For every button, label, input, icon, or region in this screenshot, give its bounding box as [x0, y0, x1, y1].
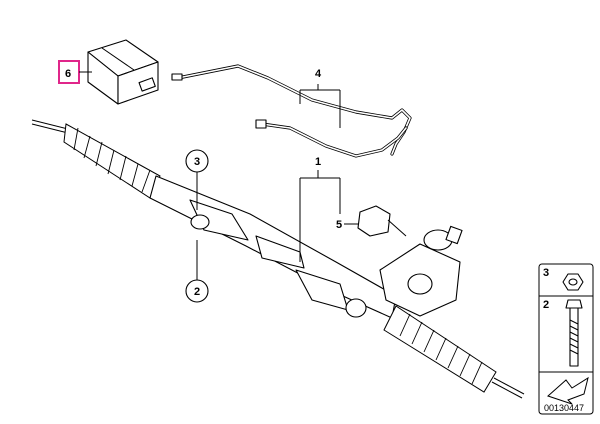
callout-1[interactable]: 1 — [299, 156, 341, 262]
callout-6[interactable]: 6 — [58, 60, 92, 84]
right-boot-ribs — [399, 313, 483, 385]
control-module-part — [87, 39, 159, 105]
callout-6-label: 6 — [65, 68, 71, 80]
sensor-part — [357, 205, 407, 237]
left-boot-ribs — [73, 127, 151, 193]
callout-3[interactable]: 3 — [185, 149, 209, 210]
pressure-lines-part — [171, 64, 412, 158]
legend-item-2-label: 2 — [543, 299, 549, 311]
callout-2[interactable]: 2 — [185, 240, 209, 303]
legend-item-3-label: 3 — [543, 267, 549, 279]
callout-5[interactable]: 5 — [336, 219, 358, 231]
steering-rack-part — [31, 119, 525, 399]
drawing-number: 00130447 — [544, 403, 584, 413]
nut-icon — [562, 273, 584, 291]
callout-4-label: 4 — [315, 68, 322, 80]
callout-2-label: 2 — [194, 286, 200, 298]
callout-1-label: 1 — [315, 156, 321, 168]
legend-panel: 3 2 00130447 — [538, 263, 594, 415]
callout-5-label: 5 — [336, 219, 342, 231]
bolt-icon — [565, 299, 583, 367]
direction-arrow-icon — [547, 376, 589, 405]
callout-3-label: 3 — [194, 156, 200, 168]
callout-4[interactable]: 4 — [299, 68, 341, 128]
